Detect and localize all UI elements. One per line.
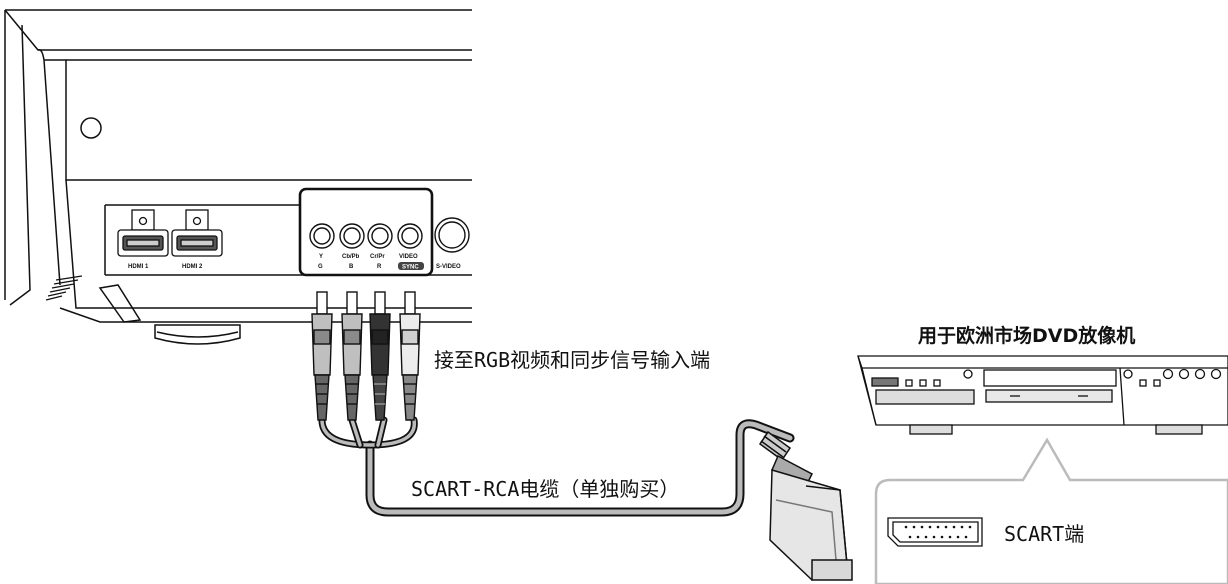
g-label: G xyxy=(318,264,323,270)
dvd-player xyxy=(857,355,1228,435)
svideo-port xyxy=(434,217,470,253)
rca-jacks xyxy=(309,223,423,249)
scart-rca-cable xyxy=(318,416,795,517)
scart-port-icon xyxy=(887,517,983,547)
component-port-highlight xyxy=(298,187,434,277)
video-label: VIDEO xyxy=(399,254,418,260)
rca-plug-yellow xyxy=(399,291,421,421)
r-label: R xyxy=(377,264,382,270)
rca-plug-blue xyxy=(341,291,363,421)
scart-callout xyxy=(874,437,1228,584)
rgb-sync-input-label: 接至RGB视频和同步信号输入端 xyxy=(434,348,711,372)
scart-plug xyxy=(758,430,853,581)
scart-port-label: SCART端 xyxy=(1004,522,1085,546)
projector-foot xyxy=(154,324,241,345)
cb-label: Cb/Pb xyxy=(342,254,360,260)
y-label: Y xyxy=(319,254,323,260)
projector xyxy=(4,9,472,345)
sync-label: SYNC xyxy=(402,265,419,271)
dvd-player-title: 用于欧洲市场DVD放像机 xyxy=(918,325,1136,347)
cable-label: SCART-RCA电缆（单独购买） xyxy=(411,477,680,501)
vent-grille xyxy=(45,275,83,301)
svideo-label: S-VIDEO xyxy=(436,264,461,270)
rca-plug-green xyxy=(311,291,333,421)
sync-badge xyxy=(398,262,424,270)
b-label: B xyxy=(349,264,354,270)
mount-hole xyxy=(80,117,102,139)
hdmi1-label: HDMI 1 xyxy=(128,264,149,270)
rca-plugs xyxy=(311,291,421,421)
hdmi-port-2 xyxy=(171,209,223,257)
cr-label: Cr/Pr xyxy=(370,254,385,260)
hdmi2-label: HDMI 2 xyxy=(182,264,203,270)
rca-plug-red xyxy=(369,291,391,421)
hdmi-port-1 xyxy=(117,209,169,257)
